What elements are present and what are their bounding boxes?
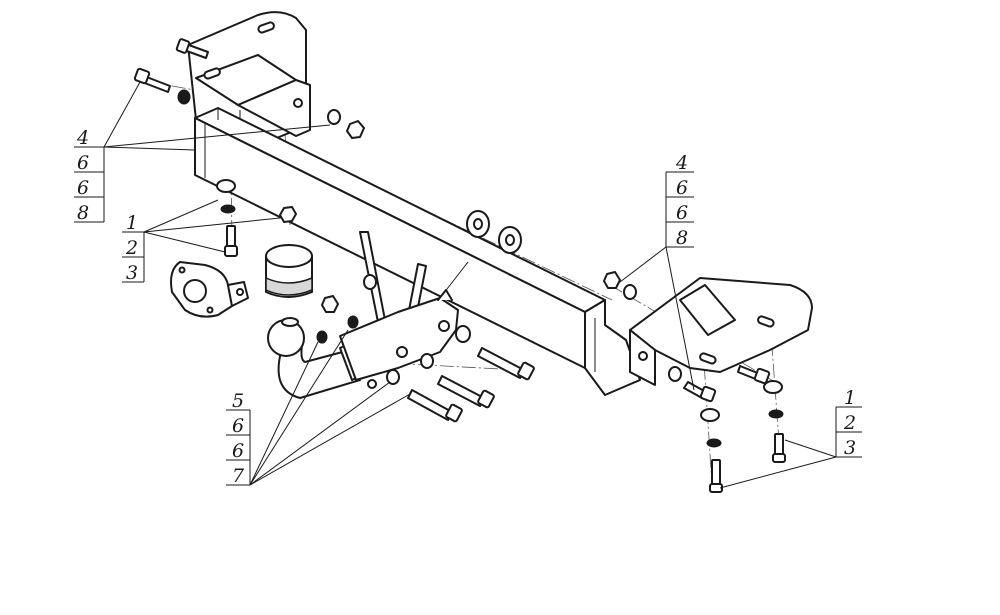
callout-label: 3 (844, 437, 856, 459)
electrical-socket-bracket (170, 261, 249, 318)
callout-label: 6 (232, 440, 244, 462)
leader-lines (103, 81, 837, 489)
callout-bottom-left: 5 6 6 7 (226, 390, 250, 487)
callout-right-lower: 1 2 3 (835, 387, 862, 459)
callout-label: 4 (76, 127, 89, 149)
callout-label: 1 (126, 212, 138, 234)
electrical-socket (265, 244, 313, 298)
bolts (133, 38, 786, 493)
callout-left-upper: 4 6 6 8 (74, 127, 104, 224)
callout-label: 2 (125, 237, 138, 259)
callout-label: 6 (77, 177, 89, 199)
callout-left-lower: 1 2 3 (122, 212, 144, 284)
callout-right-upper: 4 6 6 8 (666, 152, 694, 249)
callout-label: 5 (232, 390, 244, 412)
main-cross-beam (194, 107, 641, 396)
callout-label: 7 (232, 465, 245, 487)
callout-label: 6 (77, 152, 89, 174)
nuts-and-washers (177, 89, 784, 448)
callout-label: 2 (843, 412, 856, 434)
callout-label: 3 (126, 262, 138, 284)
callout-label: 8 (676, 227, 688, 249)
callout-label: 1 (844, 387, 856, 409)
callout-label: 8 (77, 202, 89, 224)
callout-label: 4 (675, 152, 688, 174)
right-mounting-bracket (629, 277, 813, 386)
callout-label: 6 (676, 202, 688, 224)
callout-label: 6 (232, 415, 244, 437)
spacers (466, 210, 522, 254)
callout-label: 6 (676, 177, 688, 199)
callout-stack-rules (103, 147, 667, 485)
